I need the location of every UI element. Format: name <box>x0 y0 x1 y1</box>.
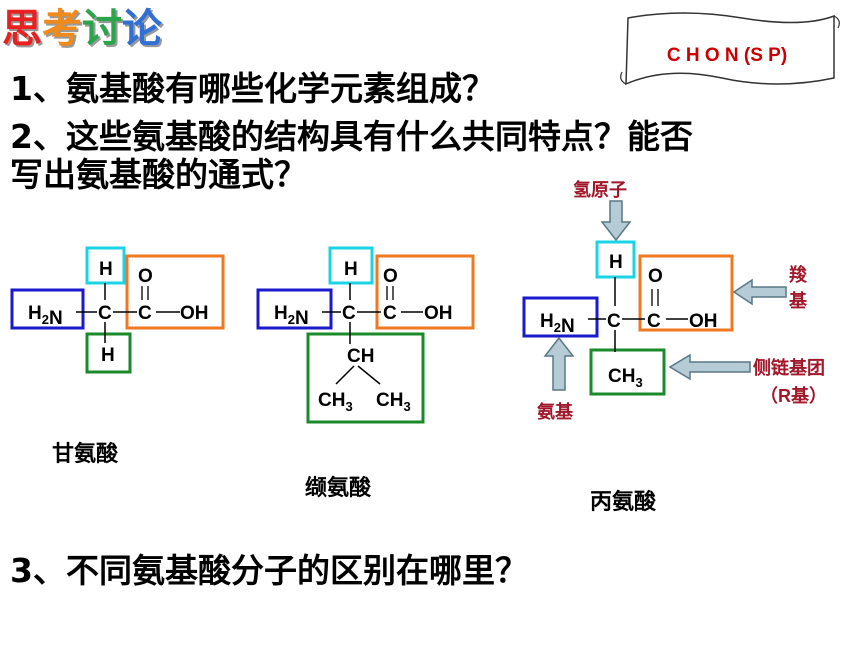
alanine-r-group: CH3 <box>608 366 643 390</box>
arrow-to-amino <box>543 336 575 391</box>
amino-group-label: 氨基 <box>537 401 574 422</box>
glycine-carboxyl-box <box>125 254 225 330</box>
alanine-carbonyl-oxygen: O <box>648 266 663 287</box>
glycine-hydroxyl: OH <box>180 303 209 324</box>
title-banner: 思考讨论 <box>2 6 162 52</box>
glycine-r-group: H <box>101 345 115 366</box>
scroll-note: C H O N (S P) <box>620 12 840 86</box>
valine-carboxyl-box <box>375 254 475 330</box>
glycine-r-box <box>85 332 132 374</box>
valine-hydroxyl: OH <box>424 303 453 324</box>
alanine-structure: H2N C H CH3 C O OH <box>522 240 734 396</box>
question-2-line-1: 2、这些氨基酸的结构具有什么共同特点？能否 <box>10 117 693 156</box>
carboxyl-label-line-1: 羧 <box>789 264 808 285</box>
valine-top-h: H <box>344 259 358 280</box>
arrow-to-r-group <box>668 353 751 381</box>
side-chain-label-line-2: （R基） <box>760 385 827 406</box>
valine-alpha-carbon: C <box>342 303 356 324</box>
alanine-amino: H2N <box>540 311 575 337</box>
title-char-1: 思 <box>2 6 42 52</box>
side-chain-label-line-1: 侧链基团 <box>753 357 825 378</box>
title-char-3: 讨 <box>82 6 122 52</box>
valine-h-box <box>328 246 374 285</box>
glycine-alpha-carbon: C <box>98 303 112 324</box>
arrow-to-carboxyl <box>732 278 787 306</box>
alanine-hydroxyl: OH <box>689 311 718 332</box>
title-char-2: 考 <box>42 6 82 52</box>
annotations: 氢原子 羧 基 侧链基团 （R基） 氨基 <box>537 179 827 422</box>
glycine-amino-box <box>10 288 85 330</box>
alanine-carboxyl-box <box>638 254 734 332</box>
glycine-structure: H2N C H H C O OH <box>10 246 225 374</box>
valine-structure: H2N C H CH CH3 CH3 C O OH <box>256 246 475 424</box>
alanine-r-box <box>589 348 666 396</box>
glycine-name: 甘氨酸 <box>52 442 119 467</box>
arrow-to-hydrogen <box>600 200 632 242</box>
valine-r-box <box>306 332 425 424</box>
glycine-carboxyl-carbon: C <box>138 303 152 324</box>
glycine-top-h: H <box>99 259 113 280</box>
hydrogen-atom-label: 氢原子 <box>573 179 627 200</box>
title-char-4: 论 <box>122 6 162 52</box>
valine-name: 缬氨酸 <box>305 476 372 501</box>
valine-r-ch3-left: CH3 <box>318 390 353 414</box>
scroll-note-text: C H O N (S P) <box>667 45 787 66</box>
alanine-top-h: H <box>609 252 623 273</box>
carboxyl-label-line-2: 基 <box>788 290 808 311</box>
alanine-carboxyl-carbon: C <box>647 311 661 332</box>
valine-amino: H2N <box>274 303 309 329</box>
valine-carbonyl-oxygen: O <box>383 266 398 287</box>
question-3: 3、不同氨基酸分子的区别在哪里？ <box>10 551 528 590</box>
valine-carboxyl-carbon: C <box>383 303 397 324</box>
alanine-amino-box <box>522 296 599 338</box>
alanine-name: 丙氨酸 <box>590 490 657 515</box>
alanine-alpha-carbon: C <box>607 311 621 332</box>
glycine-carbonyl-oxygen: O <box>138 266 153 287</box>
valine-amino-box <box>256 288 333 330</box>
question-2-line-2: 写出氨基酸的通式？ <box>10 155 307 194</box>
glycine-amino: H2N <box>28 303 63 329</box>
question-1: 1、氨基酸有哪些化学元素组成？ <box>10 69 495 108</box>
valine-r-ch: CH <box>347 346 374 367</box>
valine-r-ch3-right: CH3 <box>376 390 411 414</box>
